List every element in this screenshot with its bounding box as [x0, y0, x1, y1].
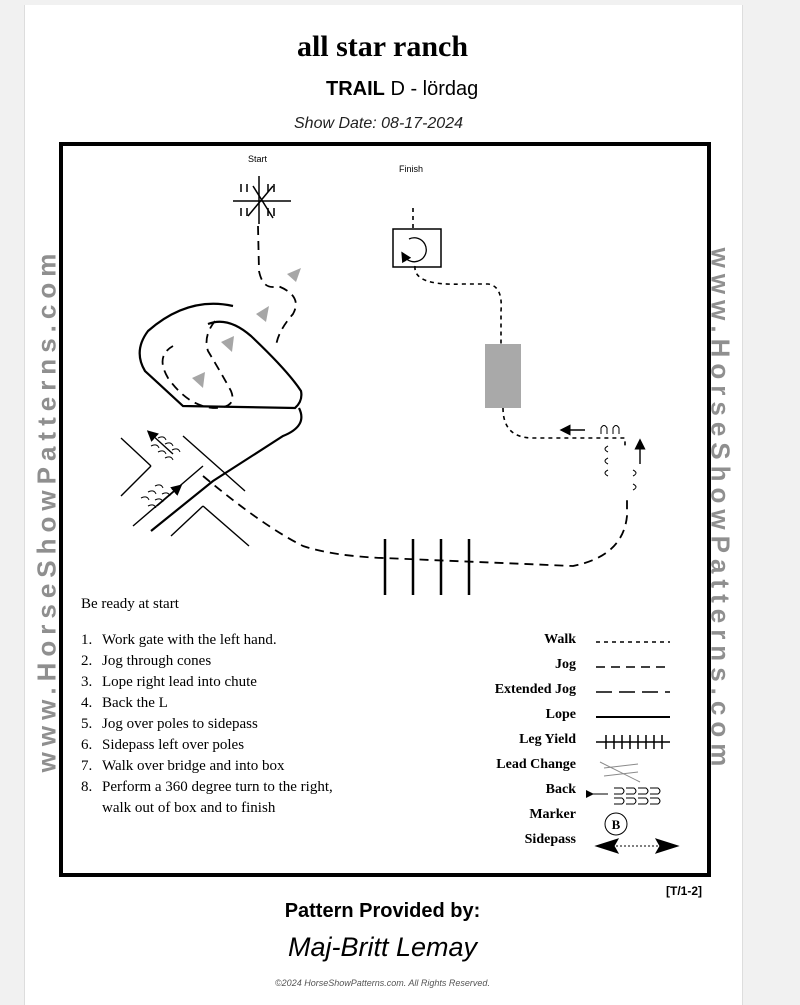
legend-leg-yield-symbol	[596, 735, 670, 749]
legend-leg-yield-label: Leg Yield	[519, 732, 576, 747]
instruction-list: 1. Work gate with the left hand. 2. Jog th…	[81, 630, 333, 819]
instruction-step: 4. Back the L	[81, 693, 333, 714]
provided-by: Pattern Provided by:	[284, 900, 481, 922]
step-number: 7.	[81, 758, 93, 774]
step-text: Jog through cones	[102, 653, 212, 669]
step-text: Perform a 360 degree turn to the right,	[102, 779, 333, 795]
step-number: 2.	[81, 653, 93, 669]
legend-marker-label: Marker	[529, 807, 576, 822]
legend-symbols: B	[586, 641, 680, 854]
step-number: 1.	[81, 632, 93, 648]
finish-box	[392, 228, 442, 268]
sidepass-marks	[600, 425, 637, 491]
instruction-step: 8. Perform a 360 degree turn to the right…	[81, 777, 333, 798]
class-line: TRAIL D - lördag	[326, 78, 478, 101]
instruction-step-continued: walk out of box and to finish	[102, 800, 276, 816]
class-detail: D - lördag	[390, 78, 479, 100]
instruction-step: 7. Walk over bridge and into box	[81, 756, 333, 777]
step-text: Back the L	[102, 695, 168, 711]
jog-serpentine	[161, 320, 234, 409]
legend-lead-change-symbol	[599, 761, 641, 783]
legend-sidepass-label: Sidepass	[524, 832, 576, 847]
class-name: TRAIL	[326, 78, 385, 100]
arena-diagram: Start Finish	[59, 142, 711, 877]
legend-extended-jog-label: Extended Jog	[494, 682, 576, 697]
step-text: Lope right lead into chute	[102, 674, 257, 690]
turn-circle	[401, 237, 427, 264]
step-number: 8.	[81, 779, 93, 795]
finish-label: Finish	[399, 164, 424, 174]
step-text: Jog over poles to sidepass	[102, 716, 258, 732]
show-date: Show Date: 08-17-2024	[294, 115, 463, 132]
legend-lead-change-label: Lead Change	[496, 757, 576, 772]
back-l	[120, 435, 250, 547]
legend-marker-letter: B	[612, 817, 621, 832]
legend-lope-label: Lope	[545, 707, 576, 722]
show-title: all star ranch	[296, 30, 469, 63]
pattern-reference: [T/1-2]	[666, 884, 702, 898]
step-text: Work gate with the left hand.	[102, 632, 277, 648]
legend-walk-label: Walk	[544, 632, 576, 647]
instruction-step: 6. Sidepass left over poles	[81, 735, 333, 756]
step-number: 5.	[81, 716, 93, 732]
jog-path-start	[257, 225, 297, 347]
legend-sidepass-symbol	[594, 838, 680, 854]
author-name: Maj-Britt Lemay	[287, 932, 478, 962]
instruction-step: 5. Jog over poles to sidepass	[81, 714, 333, 735]
instruction-step: 2. Jog through cones	[81, 651, 333, 672]
copyright: ©2024 HorseShowPatterns.com. All Rights …	[275, 978, 490, 988]
back-arrow-2	[156, 484, 183, 507]
instruction-step: 3. Lope right lead into chute	[81, 672, 333, 693]
walk-path	[412, 208, 626, 446]
jog-to-poles	[202, 475, 628, 567]
legend-jog-label: Jog	[555, 657, 576, 672]
legend-marker-circle	[604, 812, 628, 836]
cones	[192, 268, 301, 388]
start-gate	[233, 176, 291, 224]
bridge	[485, 344, 521, 408]
lope-path	[138, 302, 303, 532]
jog-poles	[383, 539, 471, 595]
step-number: 6.	[81, 737, 93, 753]
step-number: 4.	[81, 695, 93, 711]
instructions-intro: Be ready at start	[81, 596, 179, 612]
legend-back-label: Back	[545, 782, 576, 797]
step-text: Sidepass left over poles	[102, 737, 245, 753]
pattern-map	[120, 176, 646, 595]
instructions: Be ready at start 1. Work gate with the l…	[81, 596, 333, 819]
legend-back-symbol	[586, 787, 661, 805]
instruction-step: 1. Work gate with the left hand.	[81, 630, 333, 651]
watermark-left: www.HorseShowPatterns.com	[31, 247, 62, 773]
step-text: Walk over bridge and into box	[102, 758, 285, 774]
back-arrow-1	[146, 430, 174, 455]
back-marks	[140, 436, 181, 509]
step-number: 3.	[81, 674, 93, 690]
start-label: Start	[248, 154, 268, 164]
